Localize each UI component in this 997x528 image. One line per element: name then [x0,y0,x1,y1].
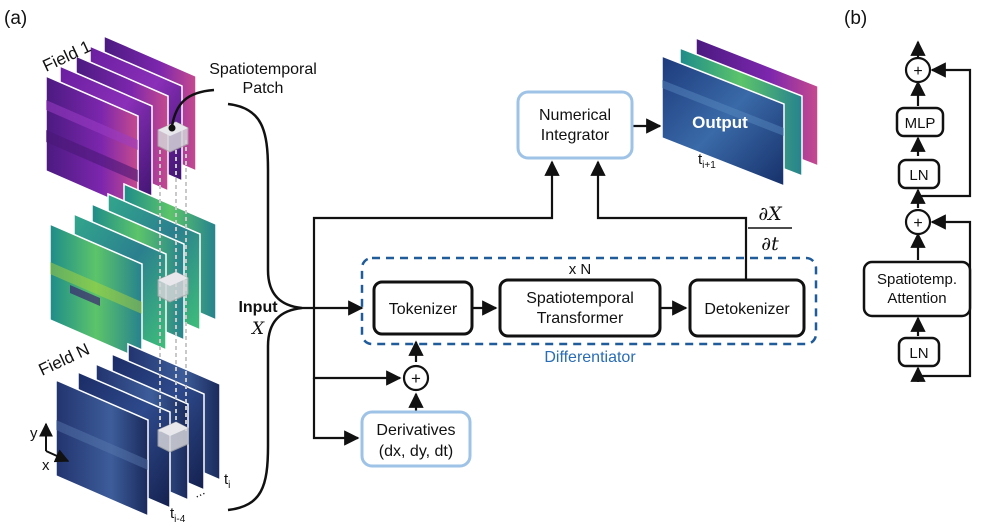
field-n-label: Field N [36,340,93,380]
b-ln-top-box [897,158,941,190]
b-residual-add-top [904,56,932,84]
b-attention-line1: Spatiotemp. [877,271,957,288]
b-residual-add-bottom [904,208,932,236]
derivatives-line1: Derivatives [376,422,455,439]
tokenizer-label: Tokenizer [389,301,458,318]
tokenizer-box [372,280,474,336]
b-mlp-label: MLP [905,115,936,132]
transformer-line1: Spatiotemporal [526,290,634,307]
repeat-label: x N [569,261,592,278]
concat-node [402,364,430,392]
deriv-denominator: ∂t [761,233,779,255]
output-stack [661,36,819,188]
b-ln-top-label: LN [909,167,928,184]
b-ln-bottom-box [897,336,941,368]
input-label: Input [238,299,278,316]
output-label: Output [692,113,748,132]
patch-cube-field-2 [157,271,189,303]
integrator-line2: Integrator [541,127,610,144]
transformer-box [498,278,662,338]
axis-y-label: y [30,425,38,442]
axes-indicator [39,422,70,463]
b-mlp-box [895,106,945,138]
transformer-line2: Transformer [537,310,624,327]
patch-callout-dot [168,124,176,132]
numerical-integrator-box [516,90,634,160]
differentiator-label: Differentiator [544,349,636,366]
derivatives-box [360,410,472,468]
deriv-numerator: ∂X [758,203,783,225]
b-attention-box [862,260,972,318]
time-ti: ti [224,471,230,491]
b-ln-bottom-label: LN [909,345,928,362]
patch-label-line2: Patch [243,80,284,97]
panel-a-label: (a) [4,8,27,29]
patch-callout-line [170,88,215,127]
input-symbol: X [250,319,265,339]
flow-lines [302,118,748,446]
detokenizer-label: Detokenizer [704,301,790,318]
time-ti-4: ti-4 [170,505,186,525]
differentiator-box [360,256,818,346]
field-1-stack [45,34,197,213]
b-plus-bottom: + [913,215,922,232]
b-attention-line2: Attention [887,290,946,307]
panel-b-label: (b) [844,8,867,29]
field-2-stack [49,182,217,362]
field-n-stack [55,342,221,518]
patch-cube-field-n [157,421,189,453]
b-plus-top: + [913,63,922,80]
axis-x-label: x [42,457,50,474]
panel-b-lines [910,40,972,382]
patch-label-line1: Spatiotemporal [209,61,317,78]
derivatives-line2: (dx, dy, dt) [379,443,453,460]
concat-symbol: + [411,369,421,388]
output-time: ti+1 [698,151,716,171]
integrator-line1: Numerical [539,107,611,124]
detokenizer-box [688,278,806,338]
